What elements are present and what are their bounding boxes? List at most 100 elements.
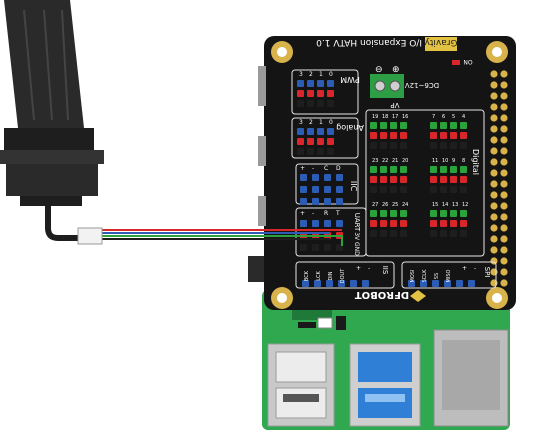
edge-connector	[248, 256, 264, 282]
analog-pin	[327, 138, 334, 145]
iis-pin	[362, 280, 369, 287]
gpio-pin	[500, 257, 508, 265]
pin-header-groups	[297, 80, 475, 287]
uart-pin	[324, 244, 331, 251]
pin-label: +	[356, 265, 361, 272]
gpio-pin	[500, 213, 508, 221]
pin-label: DIN	[328, 271, 334, 280]
probe-thread	[6, 164, 98, 196]
iis-label: IIS	[381, 266, 389, 275]
pin-number: 3	[299, 71, 303, 78]
probe-cable	[45, 206, 80, 241]
pwm-pin	[297, 90, 304, 97]
iic-pin	[300, 174, 307, 181]
digital-pin	[370, 210, 377, 217]
gpio-pin	[500, 268, 508, 276]
usb-port-left	[267, 343, 335, 427]
pin-number: 1	[319, 71, 323, 78]
gpio-pin	[490, 103, 498, 111]
gpio-pin	[490, 92, 498, 100]
uart-pin	[300, 220, 307, 227]
gpio-pin	[500, 180, 508, 188]
usb3-slot	[358, 388, 412, 418]
uart-voltage-label: 3V GND	[353, 232, 360, 256]
digital-pin	[430, 186, 437, 193]
pin-number: 22	[382, 158, 388, 164]
pwm-pin	[307, 90, 314, 97]
digital-pin	[390, 166, 397, 173]
pin-label: -	[312, 165, 314, 172]
pin-number: 18	[382, 114, 388, 120]
digital-pin	[400, 220, 407, 227]
digital-pin	[450, 210, 457, 217]
pin-number: 8	[462, 158, 465, 164]
digital-pin	[430, 210, 437, 217]
jst-connector	[77, 227, 103, 245]
pin-number: 17	[392, 114, 398, 120]
gpio-pin	[500, 191, 508, 199]
digital-pin	[450, 132, 457, 139]
probe-base	[20, 196, 82, 206]
digital-pin	[370, 230, 377, 237]
gpio-pin	[500, 147, 508, 155]
pin-number: 23	[372, 158, 378, 164]
gpio-pin	[490, 169, 498, 177]
digital-pin	[370, 220, 377, 227]
digital-pin	[400, 176, 407, 183]
digital-pin	[370, 186, 377, 193]
digital-pin	[460, 220, 467, 227]
pwm-pin	[297, 80, 304, 87]
analog-label: Analog	[336, 123, 364, 132]
minus-symbol: ⊖	[375, 65, 383, 75]
usb-tongue	[365, 394, 405, 402]
iic-pin	[336, 174, 343, 181]
iic-label: IIC	[349, 181, 358, 192]
gpio-pin	[490, 125, 498, 133]
iic-pin	[324, 174, 331, 181]
gpio-pin	[500, 202, 508, 210]
digital-pin-numbers: 19 18 17 16 23 22 21 20 27 26 25 24 7 6 …	[372, 114, 468, 208]
pin-label: DOUT	[340, 268, 346, 283]
digital-pin	[460, 132, 467, 139]
pin-number: 0	[329, 71, 333, 78]
digital-pin	[430, 176, 437, 183]
digital-pin	[460, 230, 467, 237]
edge-connector	[258, 196, 266, 226]
edge-connector	[258, 66, 266, 106]
green-wire	[100, 235, 343, 246]
pin-label: -	[368, 265, 370, 272]
uart-pin	[312, 244, 319, 251]
pin-label: BCK	[304, 270, 310, 281]
digital-pin	[370, 132, 377, 139]
pin-number: 5	[452, 114, 455, 120]
digital-pin	[450, 220, 457, 227]
digital-pin	[400, 230, 407, 237]
analog-pin	[307, 128, 314, 135]
digital-pin	[440, 220, 447, 227]
digital-pin	[440, 230, 447, 237]
pwm-pin	[297, 100, 304, 107]
digital-pin	[380, 176, 387, 183]
gpio-pin	[490, 202, 498, 210]
analog-pin	[327, 128, 334, 135]
sensor-wires	[100, 229, 343, 246]
gpio-pin	[490, 136, 498, 144]
pin-number: 19	[372, 114, 378, 120]
gpio-pin	[490, 180, 498, 188]
pwm-pin	[307, 100, 314, 107]
digital-pin	[400, 122, 407, 129]
digital-pin	[390, 230, 397, 237]
pin-number: 20	[402, 158, 408, 164]
pwm-section: PWM	[291, 69, 360, 115]
pin-label: +	[300, 165, 305, 172]
digital-pin	[390, 186, 397, 193]
digital-pin	[400, 210, 407, 217]
analog-pin	[327, 148, 334, 155]
spi-pin	[408, 280, 415, 287]
pwm-pin	[327, 80, 334, 87]
pin-label: MISO	[446, 269, 452, 282]
usb-slot	[275, 351, 327, 383]
pin-number: 27	[372, 202, 378, 208]
